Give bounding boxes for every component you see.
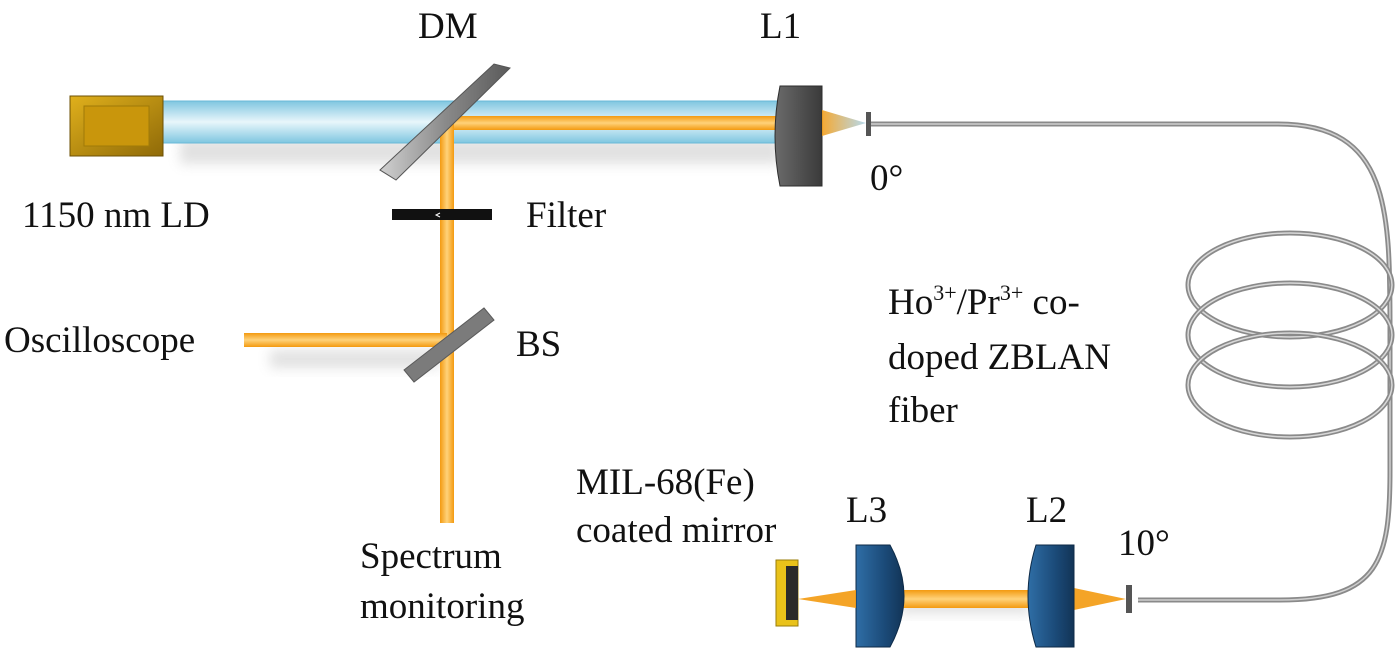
mof-mirror-label-line1: MIL-68(Fe) [576,462,755,503]
fiber-input-end [866,112,871,136]
fiber-output-end [1126,585,1132,613]
filter-label: Filter [526,195,607,236]
fiber-label-line1: Ho3+/Pr3+ co- [888,282,1080,324]
lens-l1 [774,85,823,187]
mof-mirror-label-line2: coated mirror [576,510,777,551]
fiber-coil [1185,230,1395,440]
filter [392,209,492,220]
oscilloscope-label: Oscilloscope [4,320,196,361]
dichroic-mirror [379,63,511,181]
fiber-label-line2: doped ZBLAN [888,337,1111,378]
spectrum-label-line2: monitoring [360,586,525,627]
mof-coated-mirror [775,559,799,627]
lens-l3 [855,544,905,648]
filter-mark [434,212,441,218]
laser-beam-lower [900,590,1034,608]
laser-beam-vertical [440,123,454,523]
oscilloscope-beam [244,333,447,347]
bs-label: BS [516,324,562,365]
fiber-label-line3: fiber [888,390,958,431]
laser-diode-label: 1150 nm LD [22,195,210,236]
l1-label: L1 [760,6,802,47]
fiber-label-pr: /Pr [956,282,1000,323]
l2-label: L2 [1026,490,1068,531]
laser-beam-upper [440,116,786,130]
lens-l2 [1027,544,1075,648]
focus-cone-l2 [1074,588,1126,610]
output-angle-label: 10° [1118,523,1170,564]
beam-splitter [403,307,495,383]
laser-diode [69,95,164,157]
fiber-label-co: co- [1023,282,1080,323]
fiber-label-ho: Ho [888,282,934,323]
l3-label: L3 [846,490,888,531]
focus-cone-l1 [822,110,866,136]
fiber-label-ho-charge: 3+ [933,280,957,305]
dm-label: DM [418,6,478,47]
input-angle-label: 0° [870,158,904,199]
focus-cone-l3 [798,590,856,608]
fiber-label-pr-charge: 3+ [999,280,1024,305]
spectrum-label-line1: Spectrum [360,536,502,577]
